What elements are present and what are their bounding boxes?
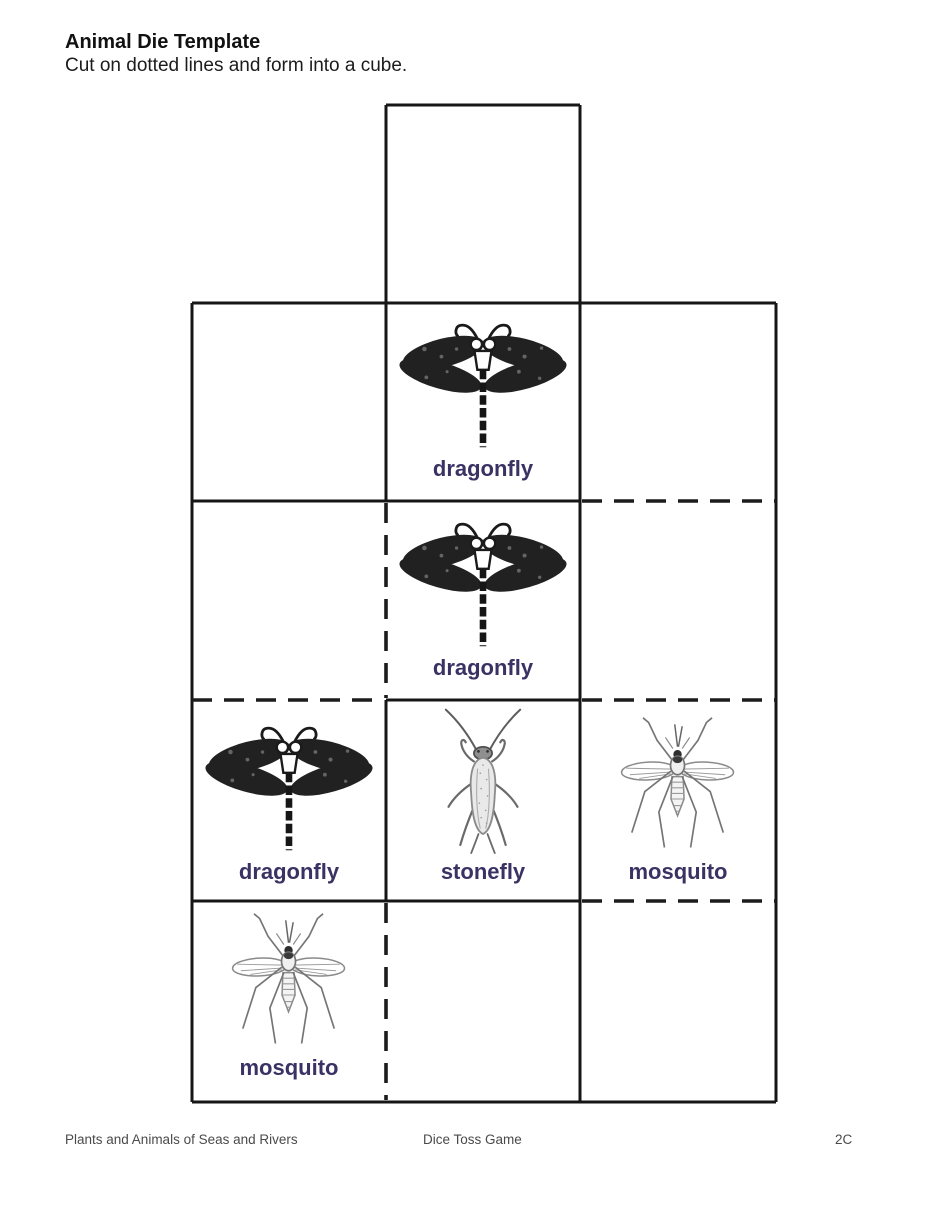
dragonfly-illustration [205, 726, 373, 851]
face-label: mosquito [628, 859, 728, 884]
dragonfly-illustration [399, 522, 567, 647]
page-header: Animal Die Template Cut on dotted lines … [65, 31, 407, 77]
page-title: Animal Die Template [65, 31, 261, 53]
die-face-stonefly: stonefly [386, 700, 580, 900]
face-label: dragonfly [432, 655, 534, 680]
stonefly-illustration [444, 708, 522, 854]
die-face-blank-row5-middle [386, 901, 580, 1102]
die-face-dragonfly-3: dragonfly [192, 700, 386, 900]
die-face-blank-row5-right [580, 901, 776, 1102]
die-face-blank-row2-right [580, 303, 776, 501]
face-label: dragonfly [432, 456, 534, 481]
mosquito-illustration [231, 913, 346, 1044]
die-face-blank-row2-left [192, 303, 386, 501]
footer-book-title: Plants and Animals of Seas and Rivers [65, 1132, 298, 1147]
page-subtitle: Cut on dotted lines and form into a cube… [65, 55, 408, 76]
die-face-mosquito-2: mosquito [192, 901, 386, 1102]
die-face-dragonfly-1: dragonfly [386, 303, 580, 501]
footer-page-code: 2C [835, 1132, 853, 1147]
dotted-cut-lines [192, 499, 776, 1100]
face-label: stonefly [440, 859, 526, 884]
solid-edge-lines [190, 103, 778, 1104]
dragonfly-illustration [399, 323, 567, 448]
footer-activity-name: Dice Toss Game [423, 1132, 522, 1147]
face-label: dragonfly [238, 859, 340, 884]
die-face-blank-row3-left [192, 501, 386, 700]
mosquito-illustration [620, 717, 735, 848]
face-label: mosquito [239, 1055, 339, 1080]
die-face-mosquito-1: mosquito [580, 700, 776, 900]
die-face-blank-top [386, 105, 580, 303]
die-face-dragonfly-2: dragonfly [386, 501, 580, 700]
die-face-blank-row3-right [580, 501, 776, 700]
